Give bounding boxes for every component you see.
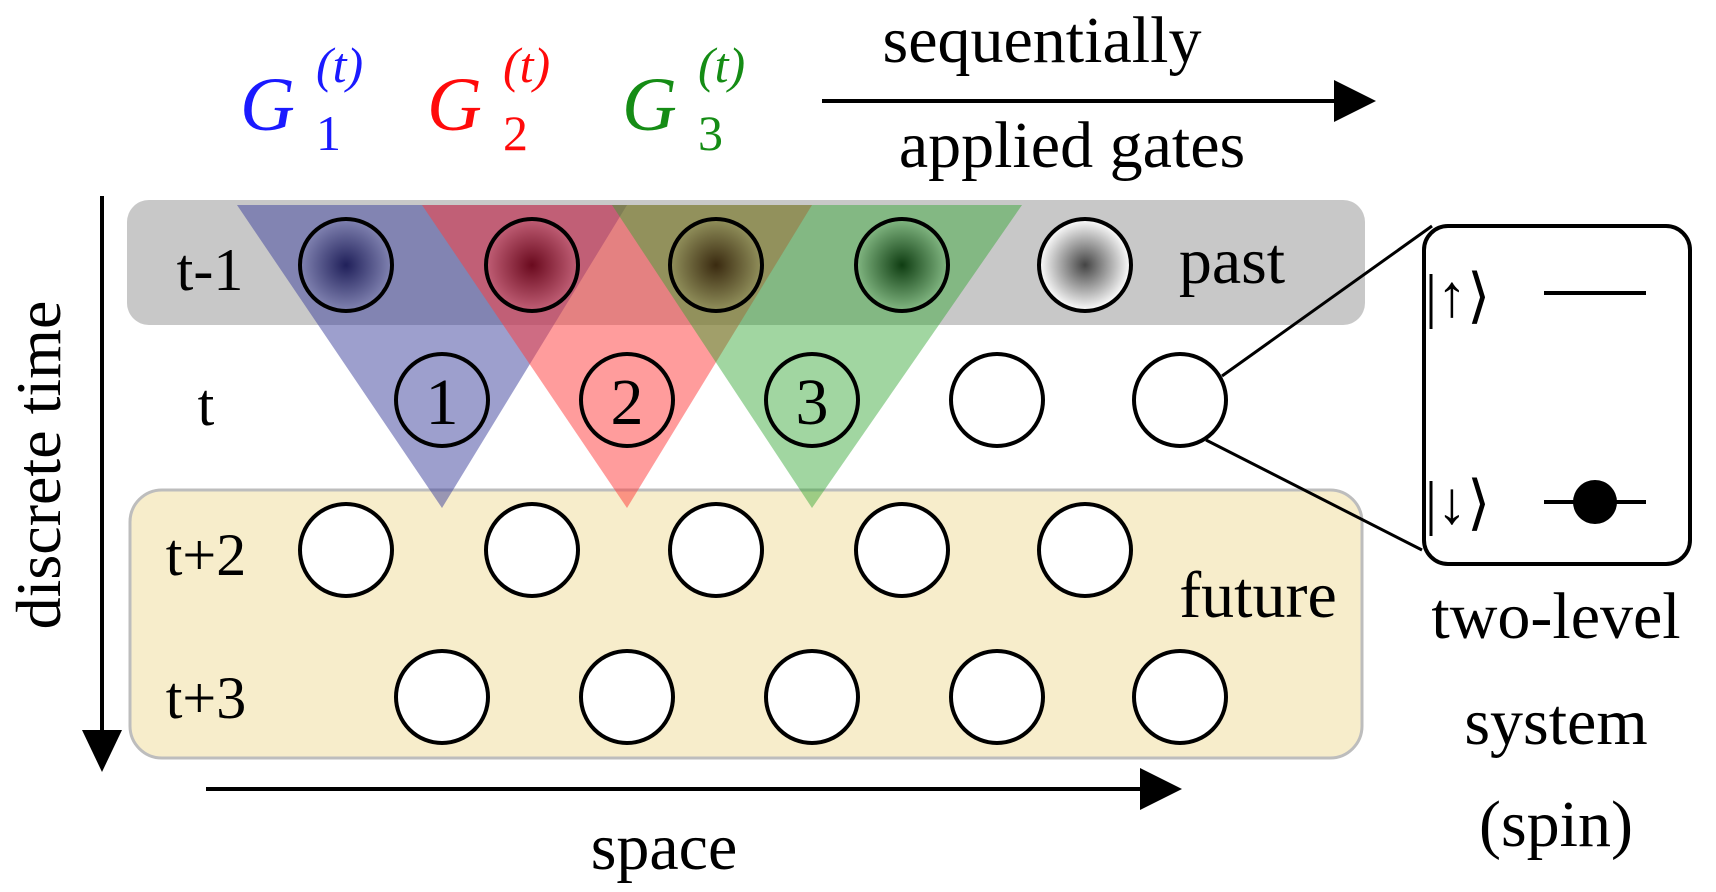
gate-1-superscript: (t): [316, 37, 363, 93]
future2-node-1: [394, 649, 490, 745]
gate-3-subscript: 3: [698, 105, 723, 161]
current-node-3: [764, 352, 860, 448]
gate-2-number: 2: [611, 366, 644, 439]
past-node-1: [298, 217, 394, 313]
gate-1-symbol: G: [240, 63, 295, 147]
past-node-2: [484, 217, 580, 313]
region-label-future: future: [1179, 559, 1337, 632]
future2-node-2: [579, 649, 675, 745]
arrow-label-line-1: sequentially: [883, 4, 1202, 77]
row-label-future-1: t+2: [166, 522, 247, 588]
spin-caption-line-1: two-level: [1431, 580, 1680, 653]
future2-node-4: [949, 649, 1045, 745]
current-node-5: [1132, 352, 1228, 448]
gate-label-1: G (t) 1: [240, 37, 363, 161]
row-label-future-2: t+3: [166, 665, 247, 731]
gate-label-2: G (t) 2: [427, 37, 550, 161]
future1-node-3: [668, 502, 764, 598]
future-nodes-row-2: [394, 649, 1228, 745]
gate-1-number: 1: [426, 366, 459, 439]
future1-node-5: [1037, 502, 1133, 598]
gate-2-subscript: 2: [503, 105, 528, 161]
gate-3-superscript: (t): [698, 37, 745, 93]
future1-node-1: [298, 502, 394, 598]
zoom-line-bottom: [1205, 438, 1423, 552]
future1-node-2: [484, 502, 580, 598]
row-label-past: t-1: [177, 237, 244, 303]
sequential-arrow-head: [1334, 80, 1376, 122]
future2-node-3: [764, 649, 860, 745]
zoom-line-top: [1221, 224, 1433, 378]
space-axis-arrowhead: [1140, 768, 1182, 810]
gate-3-number: 3: [796, 366, 829, 439]
gate-2-superscript: (t): [503, 37, 550, 93]
gate-1-subscript: 1: [316, 105, 341, 161]
future-nodes-row-1: [298, 502, 1133, 598]
gate-3-symbol: G: [622, 63, 677, 147]
spin-up-label: |↑⟩: [1425, 263, 1490, 329]
current-node-4: [949, 352, 1045, 448]
gate-label-3: G (t) 3: [622, 37, 745, 161]
past-node-5: [1037, 217, 1133, 313]
row-label-current: t: [198, 372, 215, 438]
arrow-label-line-2: applied gates: [899, 109, 1245, 182]
spin-occupation-dot: [1573, 480, 1617, 524]
gate-2-symbol: G: [427, 63, 482, 147]
region-label-past: past: [1179, 225, 1285, 298]
space-axis-label: space: [591, 811, 738, 884]
future2-node-5: [1132, 649, 1228, 745]
time-axis-arrowhead: [82, 730, 122, 772]
past-node-3: [668, 217, 764, 313]
current-node-2: [579, 352, 675, 448]
past-nodes: [298, 217, 1133, 313]
time-axis-label: discrete time: [3, 301, 74, 630]
spin-down-label: |↓⟩: [1425, 470, 1490, 536]
spin-box: [1422, 224, 1692, 566]
current-node-1: [394, 352, 490, 448]
spin-caption-line-3: (spin): [1479, 788, 1633, 861]
current-nodes: [394, 352, 1228, 448]
spin-caption-line-2: system: [1464, 686, 1647, 759]
past-node-4: [854, 217, 950, 313]
future1-node-4: [854, 502, 950, 598]
